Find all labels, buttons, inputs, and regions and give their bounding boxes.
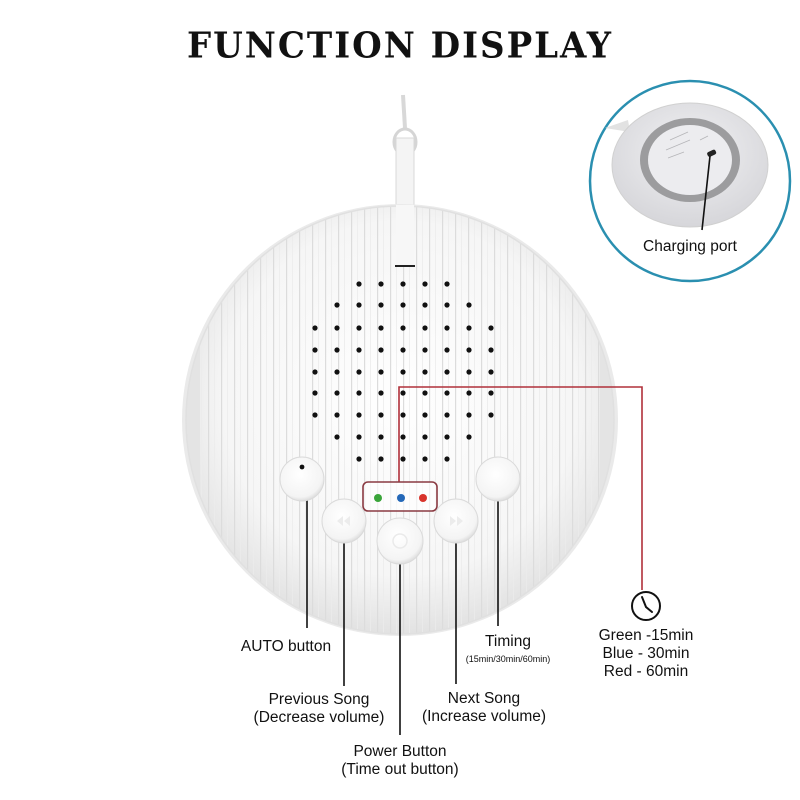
next-song-sublabel: (Increase volume) — [421, 708, 547, 725]
next-song-button[interactable] — [433, 498, 479, 544]
timing-label-group: Timing (15min/30min/60min) — [458, 633, 558, 665]
previous-song-label: Previous Song — [268, 691, 370, 708]
power-button-label: Power Button — [353, 743, 447, 760]
auto-button[interactable] — [279, 456, 325, 502]
timer-legend-red: Red - 60min — [603, 663, 689, 680]
timing-label: Timing — [485, 633, 531, 650]
power-button[interactable] — [376, 517, 424, 565]
timing-button[interactable] — [475, 456, 521, 502]
led-green — [374, 494, 382, 502]
timer-legend: Green -15min Blue - 30min Red - 60min — [586, 627, 706, 681]
charging-port-label: Charging port — [643, 238, 737, 255]
page-title: FUNCTION DISPLAY — [186, 25, 614, 67]
next-song-label: Next Song — [447, 690, 521, 707]
auto-button-label: AUTO button — [240, 638, 332, 655]
power-button-sublabel: (Time out button) — [341, 761, 459, 778]
previous-song-button[interactable] — [321, 498, 367, 544]
clock-icon — [631, 591, 661, 621]
timer-legend-green: Green -15min — [598, 627, 694, 644]
led-indicator-panel — [362, 481, 438, 512]
led-blue — [397, 494, 405, 502]
leader-lines — [306, 500, 499, 735]
previous-song-sublabel: (Decrease volume) — [253, 709, 385, 726]
timer-legend-blue: Blue - 30min — [602, 645, 690, 662]
timer-callout-line — [398, 386, 643, 590]
timing-sublabel: (15min/30min/60min) — [465, 654, 551, 664]
charging-port-inset — [588, 79, 792, 283]
led-red — [419, 494, 427, 502]
previous-song-label-group: Previous Song (Decrease volume) — [244, 691, 394, 727]
speaker-grille — [312, 281, 494, 462]
power-button-label-group: Power Button (Time out button) — [330, 743, 470, 779]
charging-port — [707, 149, 717, 157]
next-song-label-group: Next Song (Increase volume) — [414, 690, 554, 726]
